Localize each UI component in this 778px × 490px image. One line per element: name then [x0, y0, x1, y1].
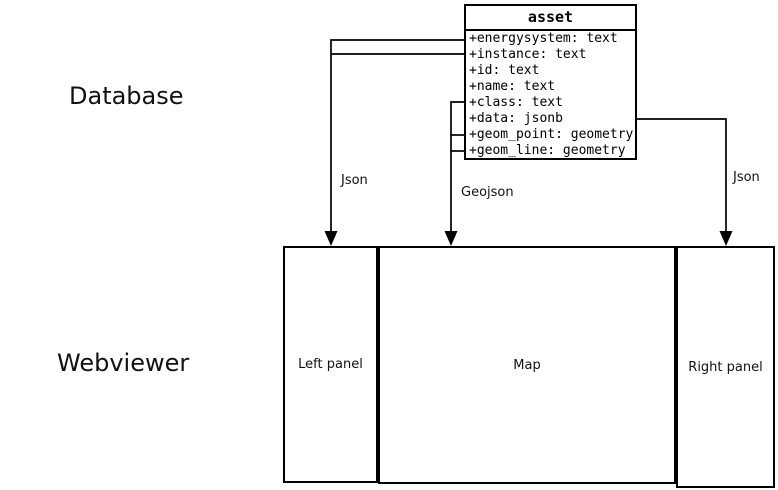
asset-field-list: +energysystem: text +instance: text +id:… — [466, 31, 635, 159]
arrowhead-geojson — [444, 231, 458, 246]
arrowhead-json-right — [719, 231, 733, 246]
asset-field-name: +name: text — [469, 79, 556, 94]
database-section-label: Database — [69, 82, 184, 110]
asset-table: asset +energysystem: text +instance: tex… — [464, 4, 637, 160]
asset-field-energysystem: +energysystem: text — [469, 31, 618, 46]
panel-right: Right panel — [676, 246, 775, 488]
connector-json-right-line — [637, 118, 727, 232]
panel-right-label: Right panel — [688, 359, 763, 375]
asset-field-geom-line: +geom_line: geometry — [469, 143, 626, 158]
connector-geojson-line — [450, 101, 464, 232]
connector-label-geojson: Geojson — [461, 185, 514, 200]
panel-left-label: Left panel — [298, 357, 363, 372]
asset-field-geom-point: +geom_point: geometry — [469, 127, 634, 142]
panel-map-label: Map — [513, 357, 541, 373]
webviewer-section-label: Webviewer — [57, 349, 190, 377]
asset-table-title: asset — [466, 6, 635, 31]
arrowhead-json-left — [324, 231, 338, 246]
asset-field-instance: +instance: text — [469, 47, 587, 62]
asset-field-data: +data: jsonb — [469, 111, 563, 126]
connector-label-json-left: Json — [341, 173, 368, 188]
panel-map: Map — [378, 246, 676, 484]
asset-field-class: +class: text — [469, 95, 563, 110]
panel-left: Left panel — [283, 246, 378, 483]
connector-json-left-line — [330, 39, 464, 232]
connector-label-json-right: Json — [733, 170, 760, 185]
asset-field-id: +id: text — [469, 63, 540, 78]
